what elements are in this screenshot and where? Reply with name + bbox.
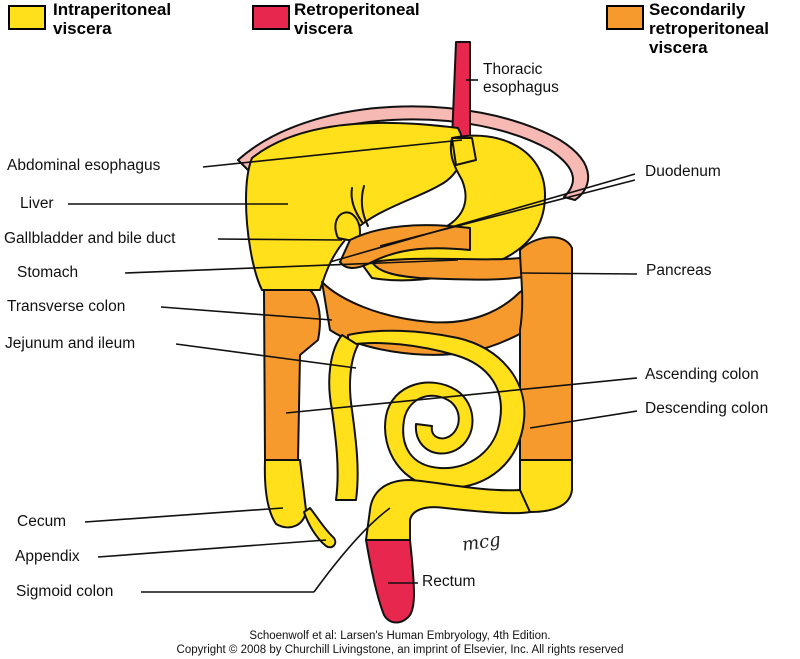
label-gallbladder: Gallbladder and bile duct [4, 230, 176, 247]
leader-ascending-colon [285, 377, 638, 414]
leader-appendix [97, 539, 327, 558]
legend-intraperitoneal-line2: viscera [53, 19, 112, 38]
bile-duct-shape [350, 187, 363, 223]
legend-secondary-line2: retroperitoneal [649, 19, 769, 38]
sigmoid-colon-shape [365, 479, 531, 541]
label-transverse-colon: Transverse colon [7, 298, 126, 315]
label-liver: Liver [20, 195, 54, 212]
label-pancreas: Pancreas [646, 262, 712, 279]
label-thoracic-esophagus: Thoracic esophagus [483, 61, 559, 97]
label-stomach: Stomach [17, 264, 79, 281]
cecum-shape [263, 459, 307, 529]
leader-descending-colon [529, 410, 638, 429]
leader-duodenum [329, 173, 636, 263]
label-rectum: Rectum [422, 573, 476, 590]
label-appendix: Appendix [15, 548, 80, 565]
credit-line-1: Schoenwolf et al: Larsen's Human Embryol… [249, 630, 551, 642]
leader-jejunum-ileum [175, 343, 357, 369]
legend-retroperitoneal: Retroperitoneal viscera [294, 0, 420, 38]
legend-secondary-line3: viscera [649, 38, 708, 57]
legend-swatch-retroperitoneal [252, 5, 290, 30]
leader-pancreas [519, 272, 638, 275]
legend-retroperitoneal-line1: Retroperitoneal [294, 0, 420, 19]
label-duodenum: Duodenum [645, 163, 721, 180]
legend-retroperitoneal-line2: viscera [294, 19, 353, 38]
leader-transverse-colon [160, 306, 333, 321]
credit-line-2: Copyright © 2008 by Churchill Livingston… [176, 644, 624, 656]
jejunum-ileum-shape [347, 329, 526, 490]
lower-descending-shape [519, 459, 573, 513]
label-cecum: Cecum [17, 513, 67, 530]
rectum-shape [365, 539, 415, 624]
descending-colon-shape [519, 236, 573, 461]
intestine-loop-left [328, 334, 359, 501]
appendix-shape [303, 507, 337, 549]
legend-secondary-line1: Secondarily [649, 0, 746, 19]
legend-swatch-secondary [606, 5, 644, 30]
label-jejunum-ileum: Jejunum and ileum [5, 335, 136, 352]
thoracic-esophagus-shape [451, 41, 471, 141]
legend-intraperitoneal: Intraperitoneal viscera [53, 0, 171, 38]
bile-duct-shape-2 [360, 185, 369, 227]
label-descending-colon: Descending colon [645, 400, 769, 417]
leader-stomach [124, 259, 459, 274]
label-thoracic-2: esophagus [483, 79, 559, 96]
leader-gallbladder [217, 238, 343, 241]
ascending-colon-shape [263, 289, 321, 461]
abdominal-esophagus-shape [451, 137, 477, 166]
leader-duodenum-2 [379, 179, 636, 247]
legend-swatch-intraperitoneal [8, 5, 46, 30]
legend-intraperitoneal-line1: Intraperitoneal [53, 0, 172, 19]
duodenum-shape [339, 224, 471, 269]
label-abdominal-esophagus: Abdominal esophagus [7, 157, 161, 174]
leader-cecum [84, 507, 284, 523]
leader-abdominal-esophagus [202, 139, 463, 168]
label-thoracic-1: Thoracic [483, 61, 543, 78]
legend-secondary: Secondarily retroperitoneal viscera [649, 0, 769, 57]
label-sigmoid-colon: Sigmoid colon [16, 583, 114, 600]
leader-sigmoid-colon-2 [313, 507, 391, 593]
label-ascending-colon: Ascending colon [645, 366, 759, 383]
